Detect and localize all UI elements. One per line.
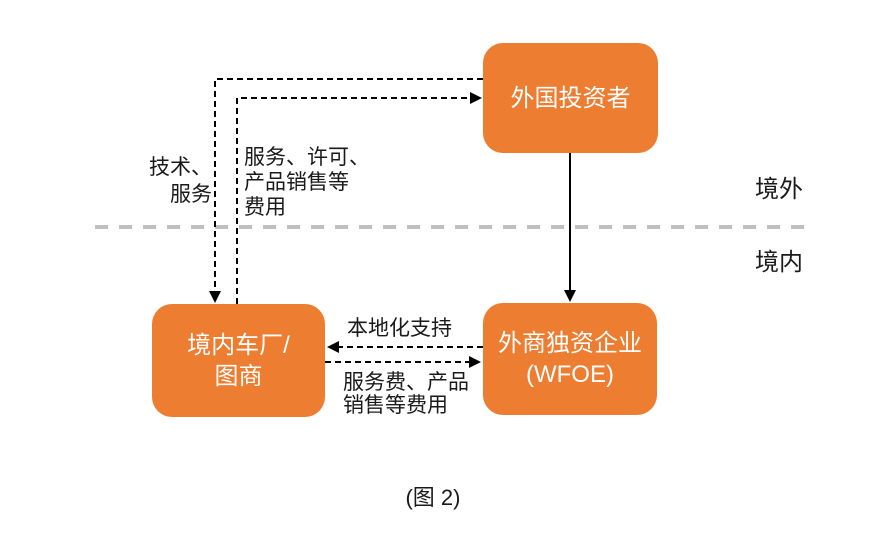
edge-label-service-license-fees: 服务、许可、 产品销售等 费用	[244, 146, 370, 219]
figure-caption: (图 2)	[405, 485, 461, 510]
region-label-offshore: 境外	[755, 176, 803, 203]
region-label-onshore: 境内	[755, 249, 803, 276]
edge-investment-arrow	[564, 153, 576, 302]
edge-service-license-fees-arrow	[236, 92, 482, 304]
edge-localization-support-arrow	[327, 341, 483, 353]
edge-label-service-sales-fees: 服务费、产品 销售等费用	[343, 371, 469, 417]
edge-service-sales-fees-arrow	[325, 356, 481, 368]
edge-tech-services-arrow	[209, 78, 483, 303]
node-foreign-investor: 外国投资者	[483, 43, 658, 153]
edge-label-localization-support: 本地化支持	[347, 317, 452, 340]
node-wfoe: 外商独资企业 (WFOE)	[483, 303, 657, 415]
node-domestic-oem-map: 境内车厂/ 图商	[152, 304, 325, 417]
edge-label-tech-services: 技术、 服务	[149, 156, 212, 206]
